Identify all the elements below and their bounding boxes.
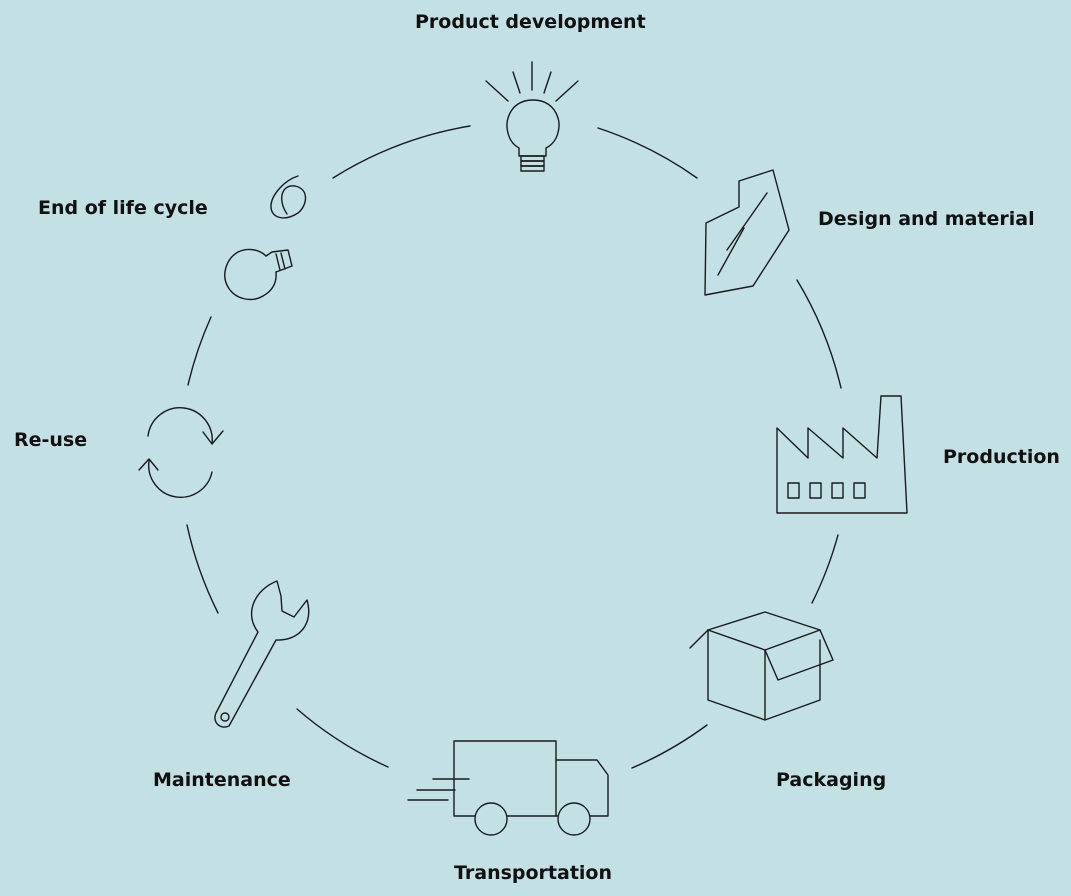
ring-arc xyxy=(796,279,842,389)
ring-arc xyxy=(187,316,212,386)
stage-label-packaging: Packaging xyxy=(776,769,887,791)
stage-label-end-of-life-cycle: End of life cycle xyxy=(38,197,208,219)
stage-label-product-development: Product development xyxy=(415,11,646,33)
ring-arc xyxy=(631,724,708,769)
material-sheet-icon xyxy=(704,169,790,296)
truck-icon xyxy=(407,740,609,836)
ring-arc xyxy=(332,125,471,179)
cycle-arrows-icon xyxy=(138,407,224,498)
ring-arc xyxy=(296,708,389,768)
stage-label-production: Production xyxy=(943,446,1060,468)
stage-label-re-use: Re-use xyxy=(14,429,88,451)
stage-label-maintenance: Maintenance xyxy=(153,769,291,791)
factory-icon xyxy=(776,395,908,514)
cycle-ring xyxy=(186,125,842,769)
broken-bulb-icon xyxy=(224,175,307,301)
wrench-icon xyxy=(214,580,310,728)
ring-arc xyxy=(811,534,839,604)
stage-label-transportation: Transportation xyxy=(454,862,613,884)
ring-arc xyxy=(186,524,219,614)
ring-arc xyxy=(597,127,698,179)
stage-label-design-and-material: Design and material xyxy=(818,208,1035,230)
lightbulb-icon xyxy=(485,61,579,172)
box-icon xyxy=(689,611,834,721)
